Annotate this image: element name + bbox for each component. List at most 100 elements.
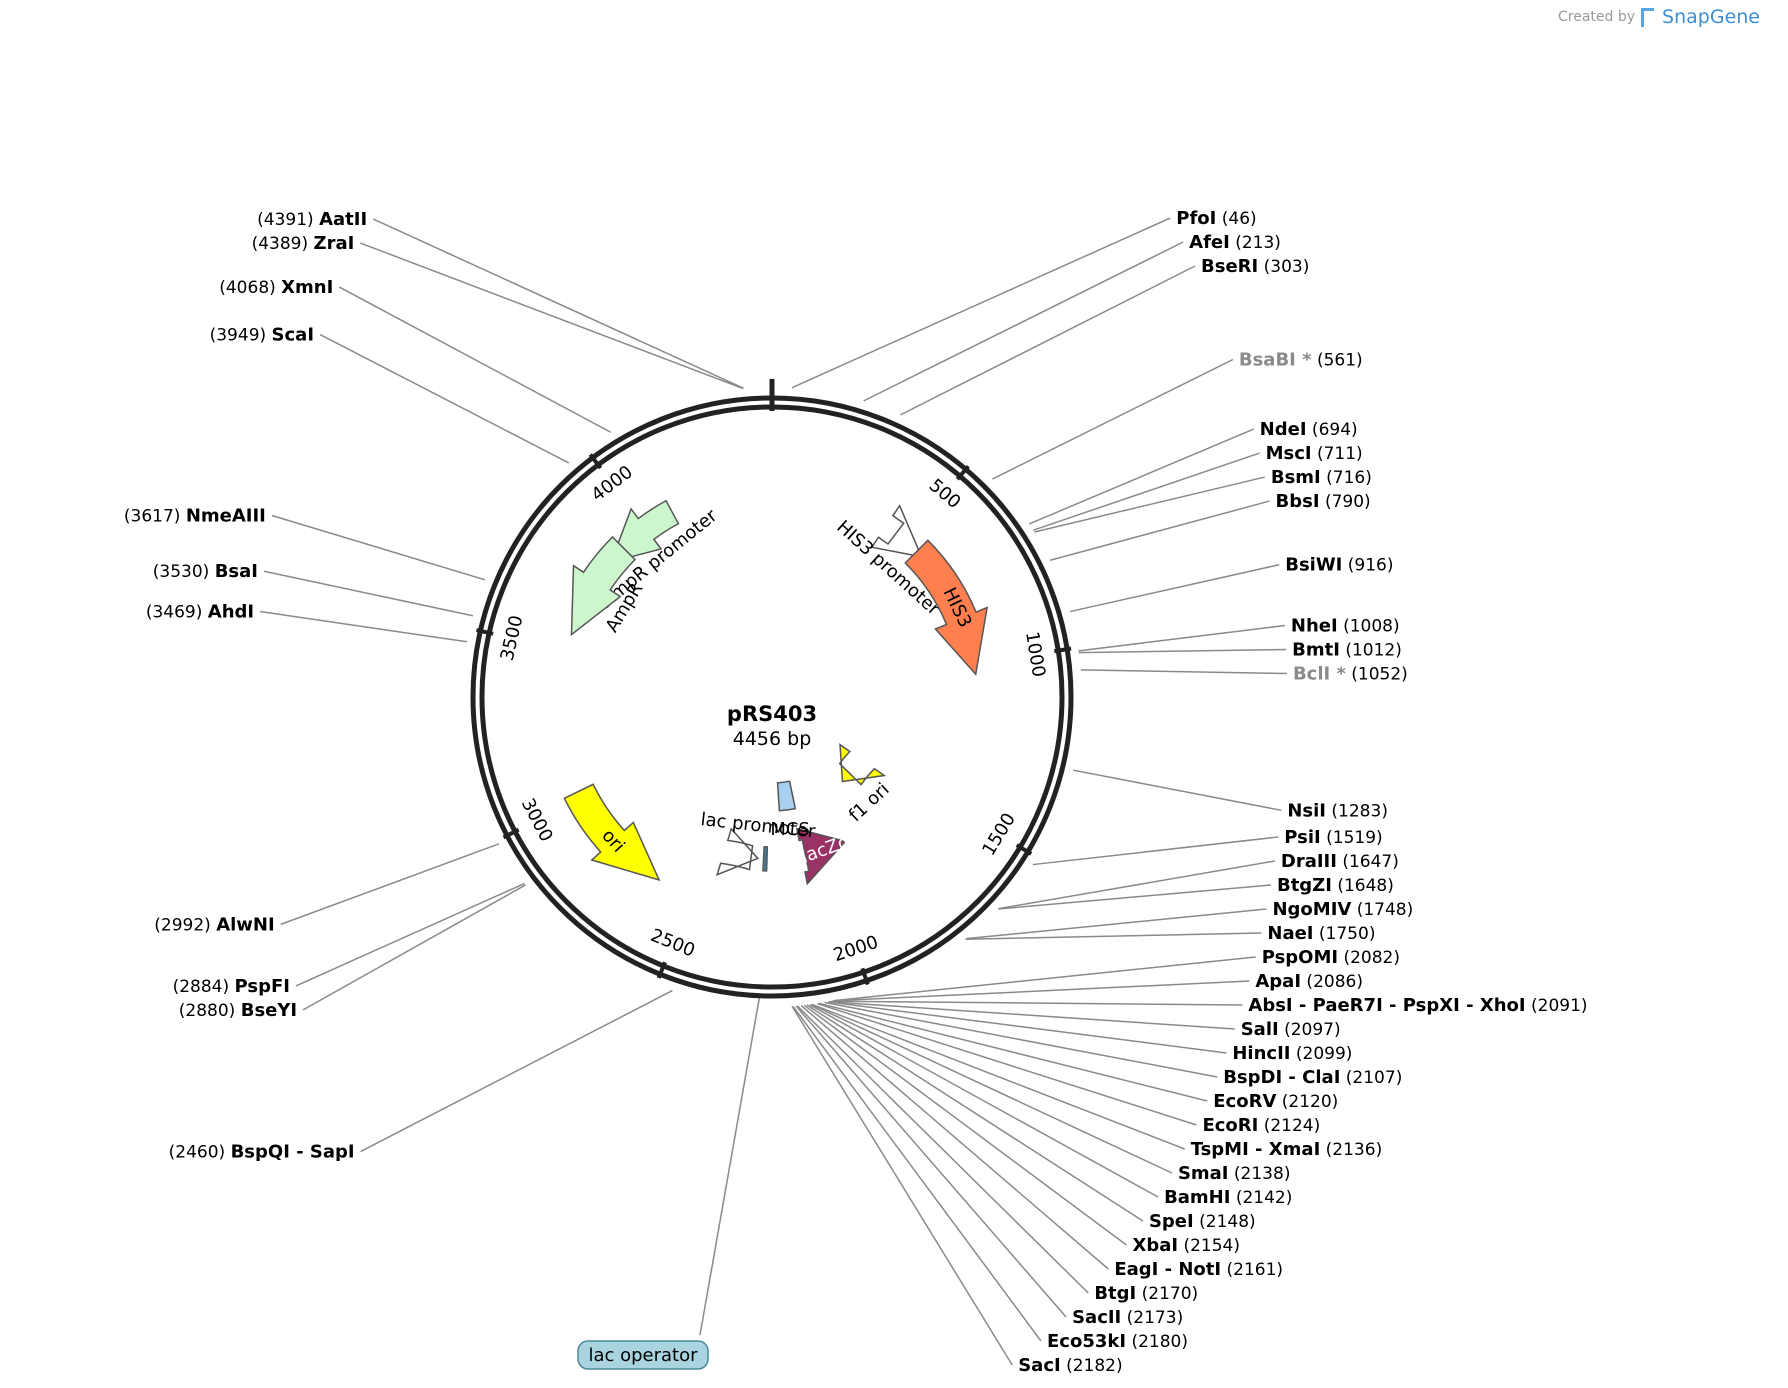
leader-nmeaiii bbox=[271, 514, 486, 581]
leader-lac-operator bbox=[699, 996, 761, 1336]
site-pos-bspqi-sapi: (2460) bbox=[169, 1143, 231, 1163]
tick-label-2500: 2500 bbox=[647, 925, 697, 962]
feature-his3-promoter bbox=[870, 504, 923, 558]
site-sacii: SacII (2173) bbox=[1072, 1307, 1183, 1328]
site-pos-bspdi-clai: (2107) bbox=[1340, 1068, 1402, 1088]
site-zrai: (4389) ZraI bbox=[252, 233, 355, 254]
site-pos-ndei: (694) bbox=[1307, 420, 1358, 440]
site-bsai: (3530) BsaI bbox=[153, 561, 258, 582]
leader-xmni bbox=[338, 286, 612, 433]
tick-label-1000: 1000 bbox=[1021, 630, 1049, 679]
site-name-aatii: AatII bbox=[319, 209, 367, 230]
feature-ori bbox=[563, 783, 661, 882]
leader-lines bbox=[260, 217, 1287, 1366]
site-name-xmni: XmnI bbox=[281, 277, 333, 298]
lac-operator-box bbox=[577, 1340, 709, 1370]
site-pos-ahdi: (3469) bbox=[146, 603, 208, 623]
leader-eco53ki bbox=[792, 1005, 1042, 1342]
site-pos-tspmi-xmai: (2136) bbox=[1320, 1140, 1382, 1160]
site-name-naei: NaeI bbox=[1267, 923, 1313, 944]
site-pos-nmeaiii: (3617) bbox=[124, 507, 186, 527]
leader-smai bbox=[810, 1003, 1173, 1174]
site-pos-scai: (3949) bbox=[210, 326, 272, 346]
tick-2500 bbox=[656, 961, 667, 979]
leader-aatii bbox=[372, 218, 744, 389]
site-pos-draiii: (1647) bbox=[1337, 852, 1399, 872]
leader-scai bbox=[319, 333, 570, 464]
site-pos-pfoi: (46) bbox=[1216, 209, 1256, 229]
site-smai: SmaI (2138) bbox=[1178, 1163, 1291, 1184]
feature-f1-ori bbox=[838, 743, 887, 786]
tick-3000 bbox=[502, 827, 520, 840]
site-bsmi: BsmI (716) bbox=[1271, 467, 1372, 488]
site-name-bsai: BsaI bbox=[215, 561, 258, 582]
tick-label-3000: 3000 bbox=[517, 795, 557, 845]
tick-1000 bbox=[1053, 646, 1072, 654]
site-ngomiv: NgoMIV (1748) bbox=[1272, 899, 1413, 920]
site-nhei: NheI (1008) bbox=[1291, 616, 1400, 637]
site-btgi: BtgI (2170) bbox=[1094, 1283, 1198, 1304]
site-pos-saci: (2182) bbox=[1061, 1356, 1123, 1376]
feature-his3 bbox=[904, 539, 989, 676]
site-pos-bsmi: (716) bbox=[1321, 468, 1372, 488]
site-nmeaiii: (3617) NmeAIII bbox=[124, 506, 266, 527]
leader-bseyi bbox=[302, 884, 526, 1011]
leader-tspmi-xmai bbox=[811, 1003, 1185, 1150]
feature-ampr-promoter bbox=[609, 499, 680, 564]
site-name-saci: SacI bbox=[1018, 1355, 1060, 1376]
leader-afei bbox=[863, 241, 1184, 402]
site-apai: ApaI (2086) bbox=[1255, 971, 1363, 992]
site-pos-alwni: (2992) bbox=[154, 915, 216, 935]
leader-pfoi bbox=[791, 217, 1171, 389]
credit-prefix: Created by bbox=[1558, 9, 1636, 25]
site-pos-eco53ki: (2180) bbox=[1126, 1332, 1188, 1352]
site-name-apai: ApaI bbox=[1255, 971, 1301, 992]
tick-2000 bbox=[860, 967, 870, 986]
site-pos-eagi-noti: (2161) bbox=[1221, 1260, 1283, 1280]
site-scai: (3949) ScaI bbox=[210, 325, 314, 346]
site-name-bseri: BseRI bbox=[1201, 256, 1258, 277]
feature-mcs bbox=[776, 780, 797, 812]
site-pspfi: (2884) PspFI bbox=[173, 976, 290, 997]
site-name-zrai: ZraI bbox=[314, 233, 355, 254]
leader-xbai bbox=[803, 1004, 1127, 1246]
site-ecorv: EcoRV (2120) bbox=[1213, 1091, 1338, 1112]
site-name-sacii: SacII bbox=[1072, 1307, 1121, 1328]
leader-apai bbox=[833, 980, 1250, 1002]
site-name-spei: SpeI bbox=[1149, 1211, 1194, 1232]
site-bsiwi: BsiWI (916) bbox=[1285, 555, 1393, 576]
site-pos-bsabi: (561) bbox=[1312, 351, 1363, 371]
site-pos-aatii: (4391) bbox=[257, 210, 319, 230]
tick-label-500: 500 bbox=[925, 475, 965, 513]
site-psii: PsiI (1519) bbox=[1284, 827, 1382, 848]
site-name-bcli: BclI * bbox=[1293, 664, 1347, 685]
feature-label-lac-promoter: lac promoter bbox=[700, 809, 817, 842]
site-pos-bsai: (3530) bbox=[153, 562, 215, 582]
site-pos-ecori: (2124) bbox=[1258, 1116, 1320, 1136]
site-ndei: NdeI (694) bbox=[1260, 419, 1358, 440]
site-pos-btgzi: (1648) bbox=[1332, 876, 1394, 896]
site-ahdi: (3469) AhdI bbox=[146, 602, 254, 623]
tick-label-2000: 2000 bbox=[831, 932, 881, 966]
site-bbsi: BbsI (790) bbox=[1276, 491, 1371, 512]
leader-ecori bbox=[817, 1002, 1197, 1126]
leader-nhei bbox=[1078, 624, 1285, 652]
leader-bseri bbox=[900, 265, 1196, 416]
leader-bmti bbox=[1078, 648, 1287, 654]
site-name-nmeaiii: NmeAIII bbox=[186, 506, 266, 527]
plasmid-length: 4456 bp bbox=[733, 728, 812, 750]
site-name-tspmi-xmai: TspMI - XmaI bbox=[1191, 1139, 1321, 1160]
site-name-alwni: AlwNI bbox=[216, 914, 275, 935]
site-eco53ki: Eco53kI (2180) bbox=[1047, 1331, 1188, 1352]
leader-sali bbox=[828, 1000, 1235, 1030]
snapgene-credit: Created by SnapGene bbox=[1558, 6, 1760, 28]
leader-pspfi bbox=[295, 882, 525, 987]
backbone-outer bbox=[470, 395, 1074, 999]
site-pos-hincii: (2099) bbox=[1290, 1044, 1352, 1064]
site-pos-bamhi: (2142) bbox=[1230, 1188, 1292, 1208]
leader-pspomi bbox=[835, 956, 1256, 1002]
site-name-ecorv: EcoRV bbox=[1213, 1091, 1276, 1112]
feature-lacz bbox=[795, 827, 847, 886]
tick-500 bbox=[955, 464, 970, 481]
